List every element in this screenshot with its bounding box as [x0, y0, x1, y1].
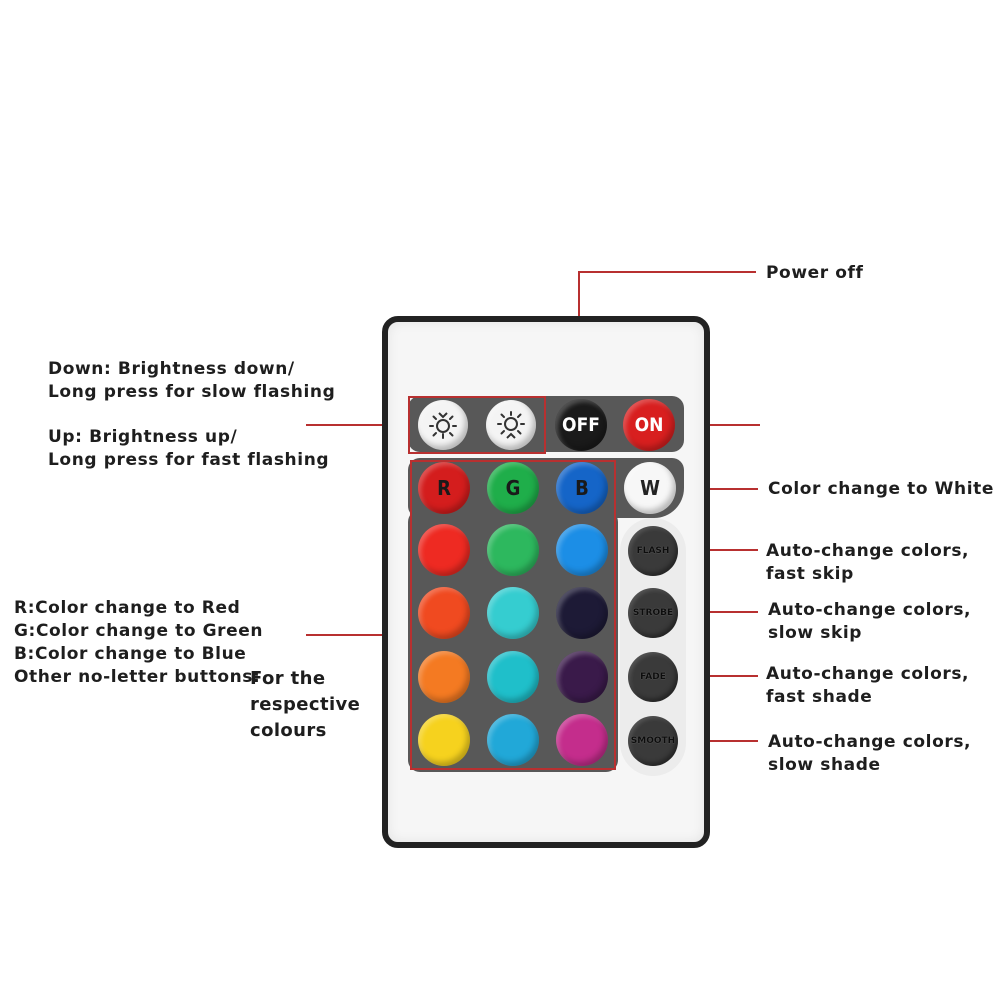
- red-button[interactable]: R: [418, 462, 470, 514]
- blue-button[interactable]: B: [556, 462, 608, 514]
- brightness-highlight-box: [408, 396, 546, 454]
- green-button[interactable]: G: [487, 462, 539, 514]
- white-button[interactable]: W: [624, 462, 676, 514]
- label-rgb-line-3: B:Color change to Blue: [14, 644, 247, 664]
- leader-smooth: [664, 740, 758, 742]
- label-rgb-line-4: Other no-letter buttons:: [14, 667, 261, 687]
- brightness-down-button[interactable]: [418, 400, 468, 450]
- label-brightness-down-line-1: Down: Brightness down/: [48, 359, 295, 379]
- leader-strobe: [664, 611, 758, 613]
- color-button-r4-c1[interactable]: [418, 651, 470, 703]
- label-brightness-up-line-2: Long press for fast flashing: [48, 450, 330, 470]
- label-power-off: Power off: [766, 263, 864, 283]
- leader-white: [678, 488, 758, 490]
- label-rgb-line-1: R:Color change to Red: [14, 598, 241, 618]
- leader-rgb: [306, 634, 410, 636]
- label-strobe-line-1: Auto-change colors,: [768, 600, 972, 620]
- brightness-up-button[interactable]: [486, 400, 536, 450]
- color-button-r2-c2[interactable]: [487, 524, 539, 576]
- color-button-r5-c1[interactable]: [418, 714, 470, 766]
- color-button-r2-c1[interactable]: [418, 524, 470, 576]
- on-button[interactable]: ON: [623, 399, 675, 451]
- off-button[interactable]: OFF: [555, 399, 607, 451]
- label-fade: Auto-change colors, fast shade: [766, 663, 969, 709]
- leader-brightness: [306, 424, 410, 426]
- color-grid-highlight-box: [410, 460, 616, 770]
- label-respective-line-2: respective: [250, 694, 361, 715]
- color-button-r2-c3[interactable]: [556, 524, 608, 576]
- color-button-r4-c2[interactable]: [487, 651, 539, 703]
- label-fade-line-2: fast shade: [766, 687, 873, 707]
- color-button-r3-c1[interactable]: [418, 587, 470, 639]
- label-smooth-line-1: Auto-change colors,: [768, 732, 972, 752]
- label-brightness-down: Down: Brightness down/ Long press for sl…: [48, 358, 335, 404]
- label-smooth-line-2: slow shade: [768, 755, 881, 775]
- color-button-r3-c2[interactable]: [487, 587, 539, 639]
- label-white: Color change to White: [768, 479, 994, 499]
- leader-power-off-h: [578, 271, 756, 273]
- color-button-r5-c3[interactable]: [556, 714, 608, 766]
- brightness-down-icon: [429, 412, 457, 439]
- label-respective-line-3: colours: [250, 720, 327, 741]
- label-flash-line-1: Auto-change colors,: [766, 541, 970, 561]
- leader-flash: [664, 549, 758, 551]
- label-fade-line-1: Auto-change colors,: [766, 664, 970, 684]
- label-flash: Auto-change colors, fast skip: [766, 540, 969, 586]
- label-flash-line-2: fast skip: [766, 564, 854, 584]
- brightness-up-icon: [497, 411, 525, 439]
- label-strobe-line-2: slow skip: [768, 623, 863, 643]
- label-respective-colours: For the respective colours: [250, 666, 360, 744]
- smooth-button[interactable]: SMOOTH: [628, 716, 678, 766]
- label-brightness-up: Up: Brightness up/ Long press for fast f…: [48, 426, 329, 472]
- label-strobe: Auto-change colors, slow skip: [768, 599, 971, 645]
- strobe-button[interactable]: STROBE: [628, 588, 678, 638]
- color-button-r3-c3[interactable]: [556, 587, 608, 639]
- label-brightness-up-line-1: Up: Brightness up/: [48, 427, 238, 447]
- flash-button[interactable]: FLASH: [628, 526, 678, 576]
- label-rgb-legend: R:Color change to Red G:Color change to …: [14, 597, 263, 689]
- label-brightness-down-line-2: Long press for slow flashing: [48, 382, 336, 402]
- leader-on: [672, 424, 760, 426]
- color-button-r5-c2[interactable]: [487, 714, 539, 766]
- label-rgb-line-2: G:Color change to Green: [14, 621, 264, 641]
- label-smooth: Auto-change colors, slow shade: [768, 731, 971, 777]
- leader-fade: [664, 675, 758, 677]
- color-button-r4-c3[interactable]: [556, 651, 608, 703]
- fade-button[interactable]: FADE: [628, 652, 678, 702]
- label-respective-line-1: For the: [250, 668, 326, 689]
